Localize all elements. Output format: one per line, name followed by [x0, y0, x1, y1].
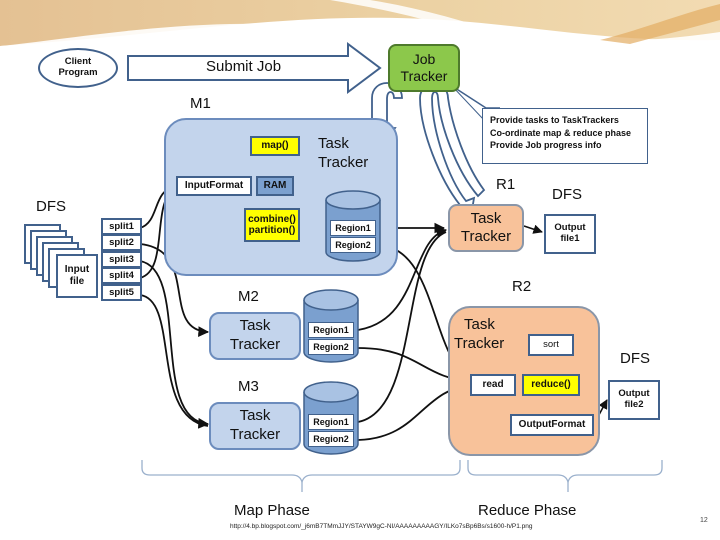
m2-tracker-line1: Task	[239, 317, 271, 335]
m1-tracker-label: Task Tracker	[318, 135, 368, 173]
sort-box: sort	[528, 334, 574, 356]
m2-label: M2	[238, 288, 259, 305]
input-file-line2: file	[69, 276, 85, 287]
output-format-box: OutputFormat	[510, 414, 594, 436]
output1-line1: Output	[554, 222, 586, 234]
r1-dfs-label: DFS	[552, 186, 582, 203]
r2-tracker-line2: Tracker	[454, 334, 505, 352]
r2-tracker-line1: Task	[464, 316, 495, 333]
r2-label: R2	[512, 278, 532, 295]
input-format-box: InputFormat	[176, 176, 252, 196]
r2-tracker-label: Task Tracker	[454, 316, 504, 354]
m3-tracker-line2: Tracker	[229, 426, 281, 443]
map-function-box: map()	[250, 136, 300, 156]
callout-line-3: Provide Job progress info	[490, 140, 602, 151]
r1-tracker-line2: Tracker	[460, 228, 512, 245]
dfs-input-label: DFS	[36, 198, 66, 215]
r1-tracker-line1: Task	[470, 210, 502, 227]
input-file-icon: Input file	[56, 254, 98, 298]
split-1: split1	[101, 218, 142, 235]
m1-tracker-line2: Tracker	[318, 153, 369, 171]
m1-region1: Region1	[330, 220, 376, 236]
r1-label: R1	[496, 176, 516, 193]
callout-line-1: Provide tasks to TaskTrackers	[490, 115, 619, 125]
m3-region2: Region2	[308, 431, 354, 447]
job-tracker-line2: Tracker	[400, 68, 448, 84]
m3-task-tracker: Task Tracker	[209, 402, 301, 450]
callout-line-2: Co-ordinate map & reduce phase	[490, 127, 632, 138]
output-file-2: Output file2	[608, 380, 660, 420]
m2-region1: Region1	[308, 322, 354, 338]
input-file-line1: Input	[64, 264, 90, 275]
m1-label: M1	[190, 95, 211, 112]
client-label-line2: Program	[58, 67, 98, 78]
m3-region1: Region1	[308, 414, 354, 430]
split-2: split2	[101, 234, 142, 251]
split-3: split3	[101, 251, 142, 268]
output-file-1: Output file1	[544, 214, 596, 254]
output2-line1: Output	[618, 388, 650, 400]
read-box: read	[470, 374, 516, 396]
m1-tracker-line1: Task	[318, 135, 349, 152]
client-label-line1: Client	[64, 56, 92, 68]
m3-label: M3	[238, 378, 259, 395]
submit-job-label: Submit Job	[206, 58, 282, 75]
client-program-node: Client Program	[38, 48, 118, 88]
output1-line2: file1	[560, 233, 580, 244]
m3-tracker-line1: Task	[239, 407, 271, 425]
job-tracker-node: Job Tracker	[388, 44, 460, 92]
job-tracker-line1: Job	[412, 51, 436, 68]
partition-label: partition()	[248, 225, 296, 236]
combine-label: combine()	[248, 213, 296, 225]
source-url-caption: http://4.bp.blogspot.com/_j6mB7TMmJJY/ST…	[230, 523, 533, 530]
m2-task-tracker: Task Tracker	[209, 312, 301, 360]
r2-dfs-label: DFS	[620, 350, 650, 367]
r1-task-tracker: Task Tracker	[448, 204, 524, 252]
reduce-phase-label: Reduce Phase	[478, 502, 577, 519]
ram-box: RAM	[256, 176, 294, 196]
output2-line2: file2	[624, 399, 644, 410]
m1-region2: Region2	[330, 237, 376, 253]
job-tracker-callout: Provide tasks to TaskTrackers Co-ordinat…	[482, 108, 648, 164]
page-number: 12	[700, 517, 708, 524]
m2-region2: Region2	[308, 339, 354, 355]
map-phase-label: Map Phase	[234, 502, 310, 519]
split-4: split4	[101, 267, 142, 284]
combine-partition-box: combine() partition()	[244, 208, 300, 242]
split-5: split5	[101, 284, 142, 301]
m2-tracker-line2: Tracker	[229, 336, 281, 353]
reduce-function-box: reduce()	[522, 374, 580, 396]
